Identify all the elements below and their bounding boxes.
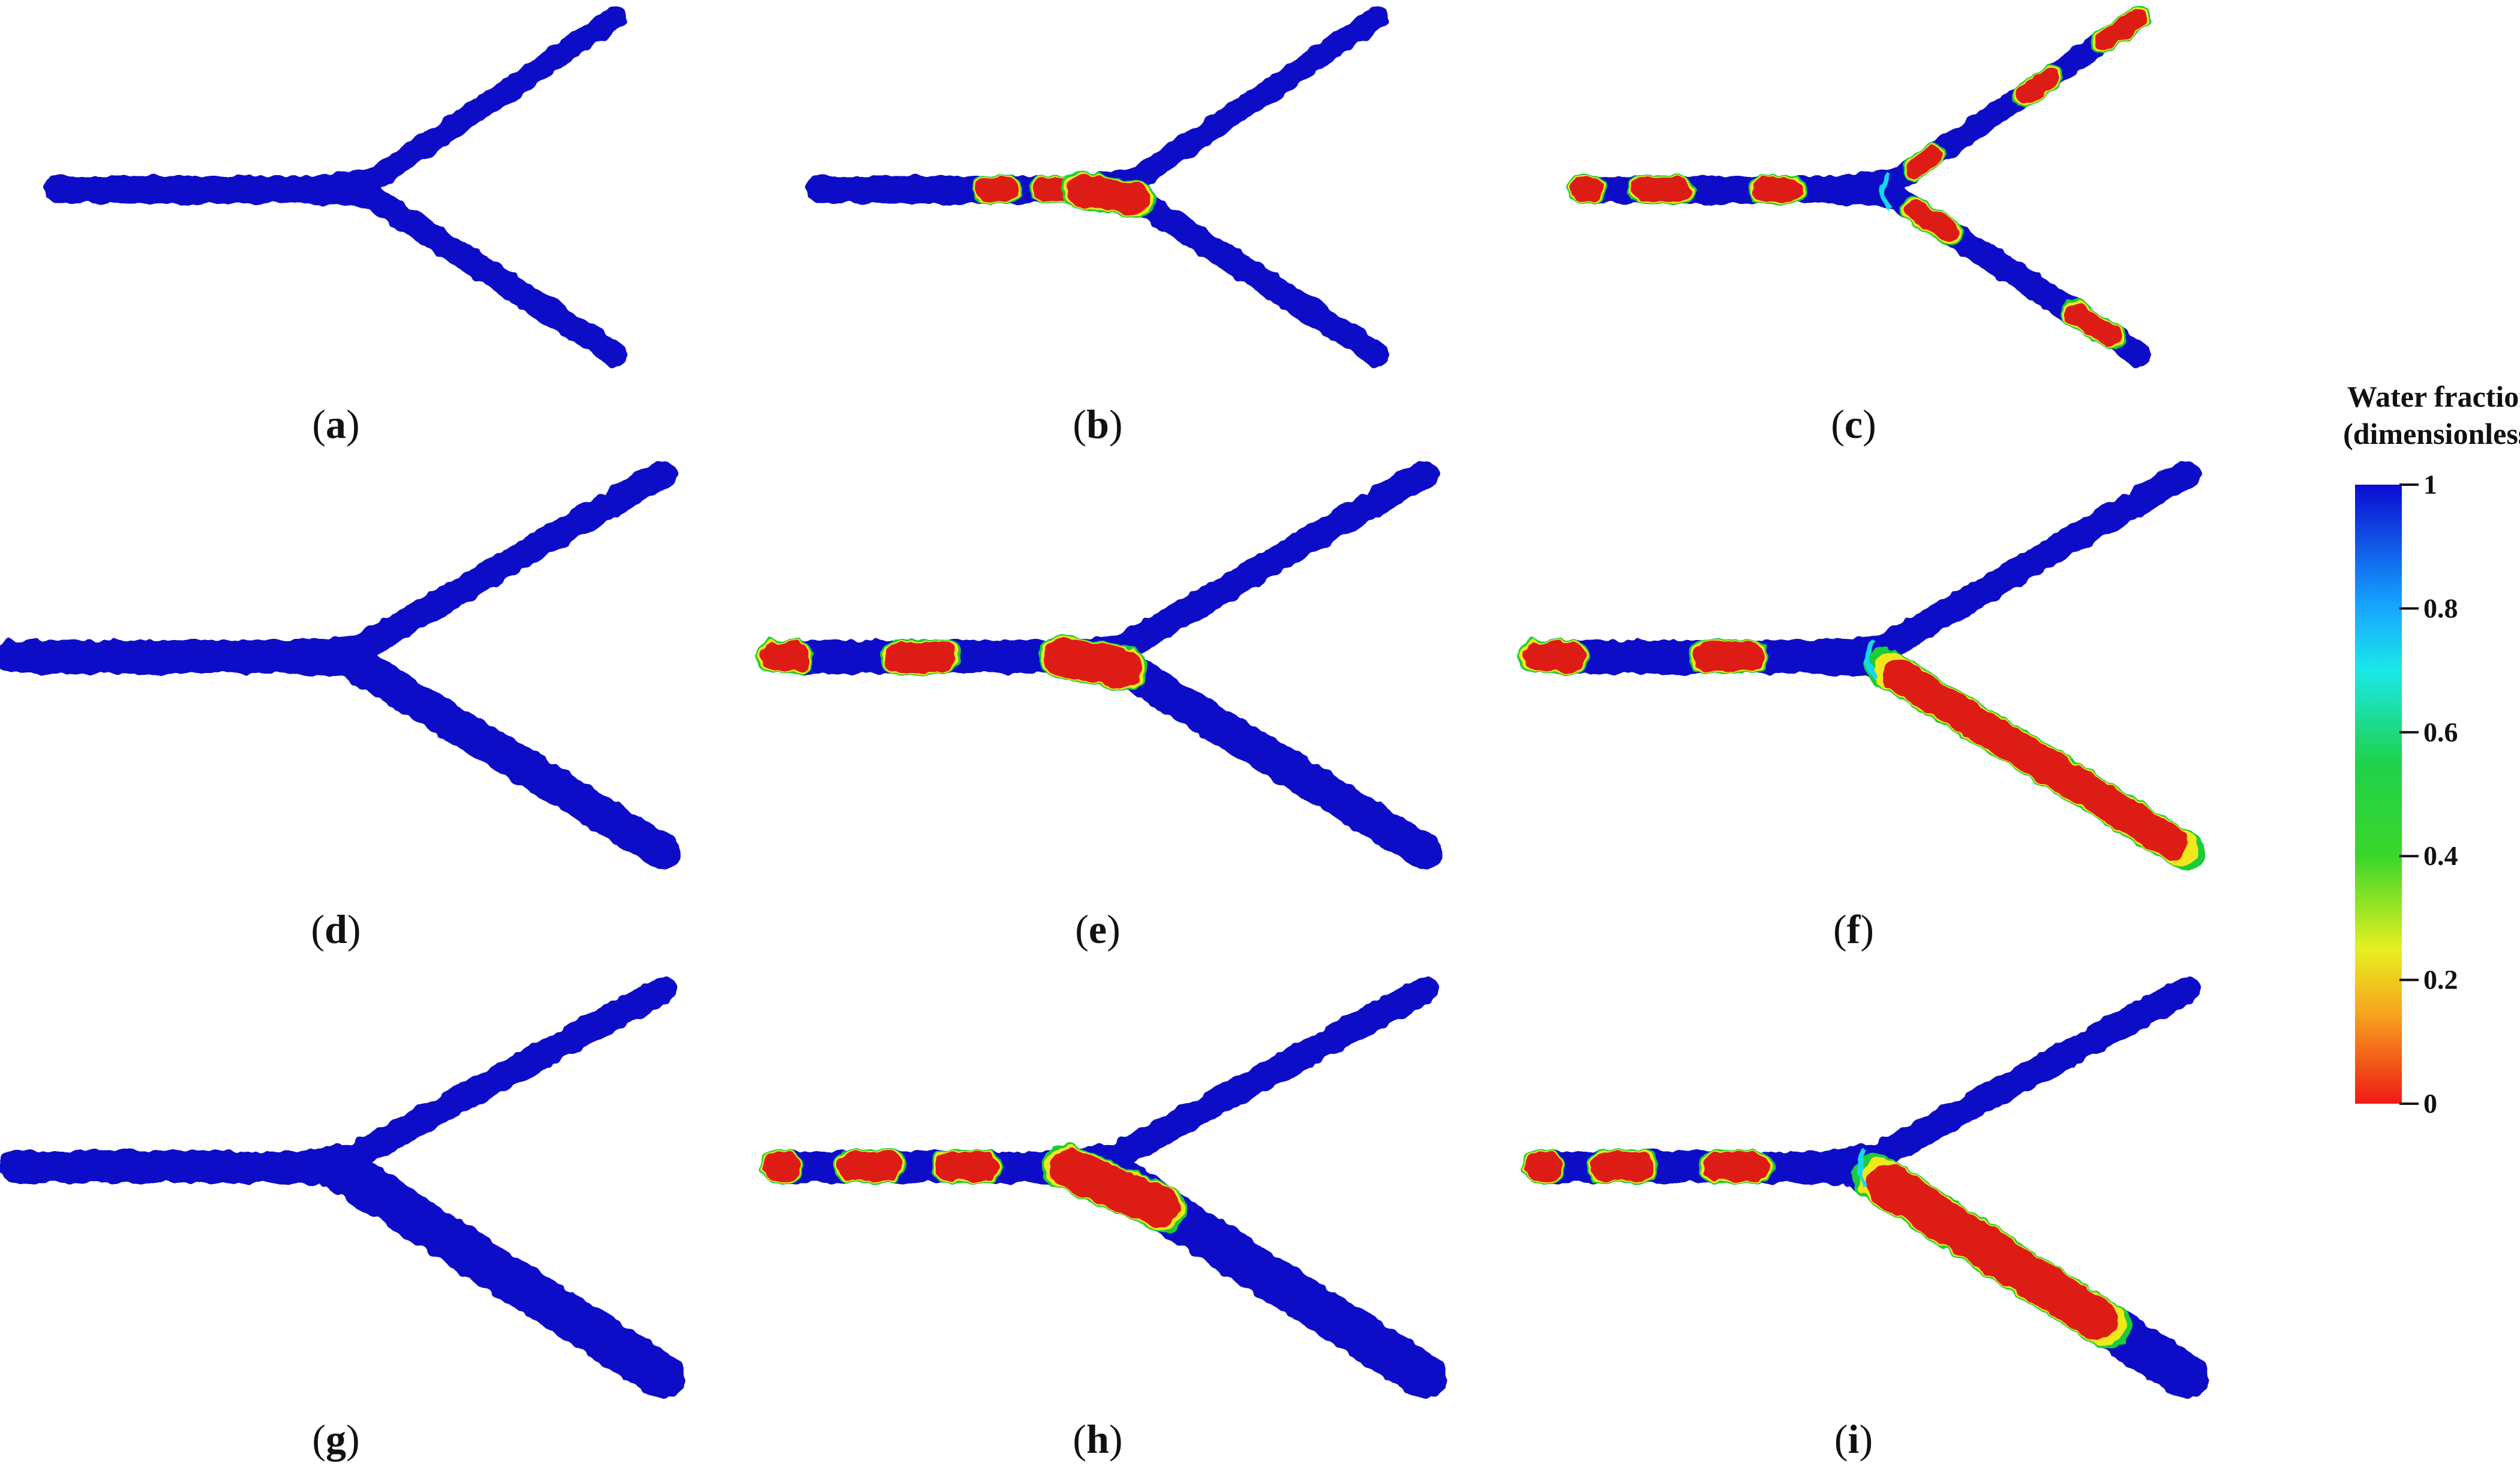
gas-slug-upper: [2095, 10, 2147, 51]
lower-branch-channel: [314, 1144, 685, 1399]
colorbar-title-line1: Water fraction: [2347, 380, 2520, 413]
paren-open: (: [312, 401, 326, 447]
channel-b: [805, 7, 1389, 367]
paren-open: (: [311, 906, 325, 952]
colorbar-tick-label: 0.6: [2423, 717, 2458, 747]
panel-label-g: (g): [312, 1416, 359, 1462]
paren-close: ): [1109, 401, 1123, 447]
panel-label-c: (c): [1831, 401, 1876, 447]
paren-open: (: [1831, 401, 1845, 447]
panel-letter: a: [326, 401, 346, 447]
gas-column-lower: [1866, 1163, 2117, 1340]
gas-slug-upper: [2016, 67, 2061, 104]
panel-label-a: (a): [312, 401, 359, 447]
colorbar: Water fraction (dimensionless) 1 0.8 0.6 0.…: [2343, 380, 2520, 1119]
colorbar-tick-label: 0.2: [2423, 965, 2458, 995]
colorbar-bar: [2355, 485, 2402, 1104]
channel-g: [0, 976, 685, 1399]
paren-open: (: [1834, 1416, 1848, 1462]
paren-open: (: [1075, 906, 1089, 952]
channel-e: [756, 460, 1443, 870]
panel-label-f: (f): [1833, 906, 1874, 952]
channel-d: [0, 460, 681, 870]
panel-label-b: (b): [1073, 401, 1122, 447]
panel-label-h: (h): [1073, 1416, 1122, 1462]
paren-close: ): [1860, 906, 1874, 952]
gas-slug-junction: [1066, 173, 1151, 215]
panel-letter: f: [1847, 906, 1861, 952]
upper-branch-channel: [331, 460, 677, 671]
junction-fillet: [261, 633, 363, 681]
junction-fillet: [1785, 633, 1887, 681]
paren-open: (: [1073, 401, 1086, 447]
panel-letter: d: [325, 906, 347, 952]
junction-interface: [1866, 638, 1877, 679]
channel-a: [43, 7, 627, 367]
gas-slug-junction: [1044, 638, 1142, 687]
panel-label-i: (i): [1834, 1416, 1873, 1462]
paren-close: ): [1109, 1416, 1123, 1462]
upper-branch-channel: [349, 7, 626, 201]
colorbar-tick-label: 0: [2423, 1088, 2437, 1119]
lower-branch-channel: [327, 639, 681, 870]
paren-close: ): [1859, 1416, 1873, 1462]
junction-fillet: [276, 166, 378, 214]
panel-g: (g): [0, 976, 685, 1462]
gas-slug-upper: [1905, 146, 1944, 178]
panel-letter: i: [1848, 1416, 1860, 1462]
gas-slug-junction: [1049, 1147, 1179, 1228]
colorbar-tick-label: 0.4: [2423, 840, 2458, 871]
paren-close: ): [347, 906, 361, 952]
junction-fillet: [1776, 1143, 1878, 1191]
lower-branch-channel: [1089, 639, 1443, 870]
panel-grid: (a)(b)(c)(d)(e)(f)(g)(h)(i): [0, 6, 2209, 1462]
panel-label-d: (d): [311, 906, 361, 952]
junction-fillet: [252, 1143, 354, 1191]
gas-slug-lower: [2065, 303, 2122, 347]
panel-d: (d): [0, 460, 681, 952]
gas-slug-lower: [1905, 199, 1959, 242]
junction-interface: [1881, 171, 1892, 212]
upper-branch-channel: [1855, 460, 2200, 671]
upper-branch-channel: [1110, 7, 1388, 201]
upper-branch-channel: [1846, 976, 2200, 1180]
paren-open: (: [1073, 1416, 1086, 1462]
channel-h: [760, 976, 1447, 1399]
paren-open: (: [312, 1416, 326, 1462]
upper-branch-channel: [1084, 976, 1438, 1180]
upper-branch-channel: [1093, 460, 1438, 671]
channel-f: [1518, 460, 2206, 871]
panel-letter: c: [1845, 401, 1863, 447]
lower-branch-channel: [1109, 177, 1389, 367]
paren-close: ): [346, 1416, 360, 1462]
panel-letter: g: [326, 1416, 346, 1462]
gas-column-lower: [1882, 659, 2188, 860]
panel-i: (i): [1522, 976, 2209, 1462]
panel-label-e: (e): [1075, 906, 1121, 952]
paren-close: ): [1863, 401, 1876, 447]
panel-letter: b: [1086, 401, 1109, 447]
colorbar-title-line2: (dimensionless): [2343, 417, 2520, 450]
upper-branch-channel: [322, 976, 677, 1180]
panel-letter: h: [1086, 1416, 1109, 1462]
panel-f: (f): [1518, 460, 2206, 952]
paren-open: (: [1833, 906, 1847, 952]
channel-c: [1566, 6, 2151, 367]
colorbar-tick-label: 0.8: [2423, 593, 2458, 623]
colorbar-tick-label: 1: [2423, 469, 2437, 500]
panel-letter: e: [1089, 906, 1107, 952]
panel-h: (h): [760, 976, 1447, 1462]
panel-b: (b): [805, 7, 1389, 447]
junction-interface: [1857, 1148, 1868, 1189]
paren-close: ): [346, 401, 360, 447]
panel-c: (c): [1566, 6, 2151, 447]
paren-close: ): [1107, 906, 1121, 952]
colorbar-ticks: 1 0.8 0.6 0.4 0.2 0: [2399, 469, 2458, 1119]
panel-e: (e): [756, 460, 1443, 952]
channel-i: [1522, 976, 2209, 1399]
panel-a: (a): [43, 7, 627, 447]
junction-fillet: [1800, 166, 1902, 214]
lower-branch-channel: [347, 177, 627, 367]
